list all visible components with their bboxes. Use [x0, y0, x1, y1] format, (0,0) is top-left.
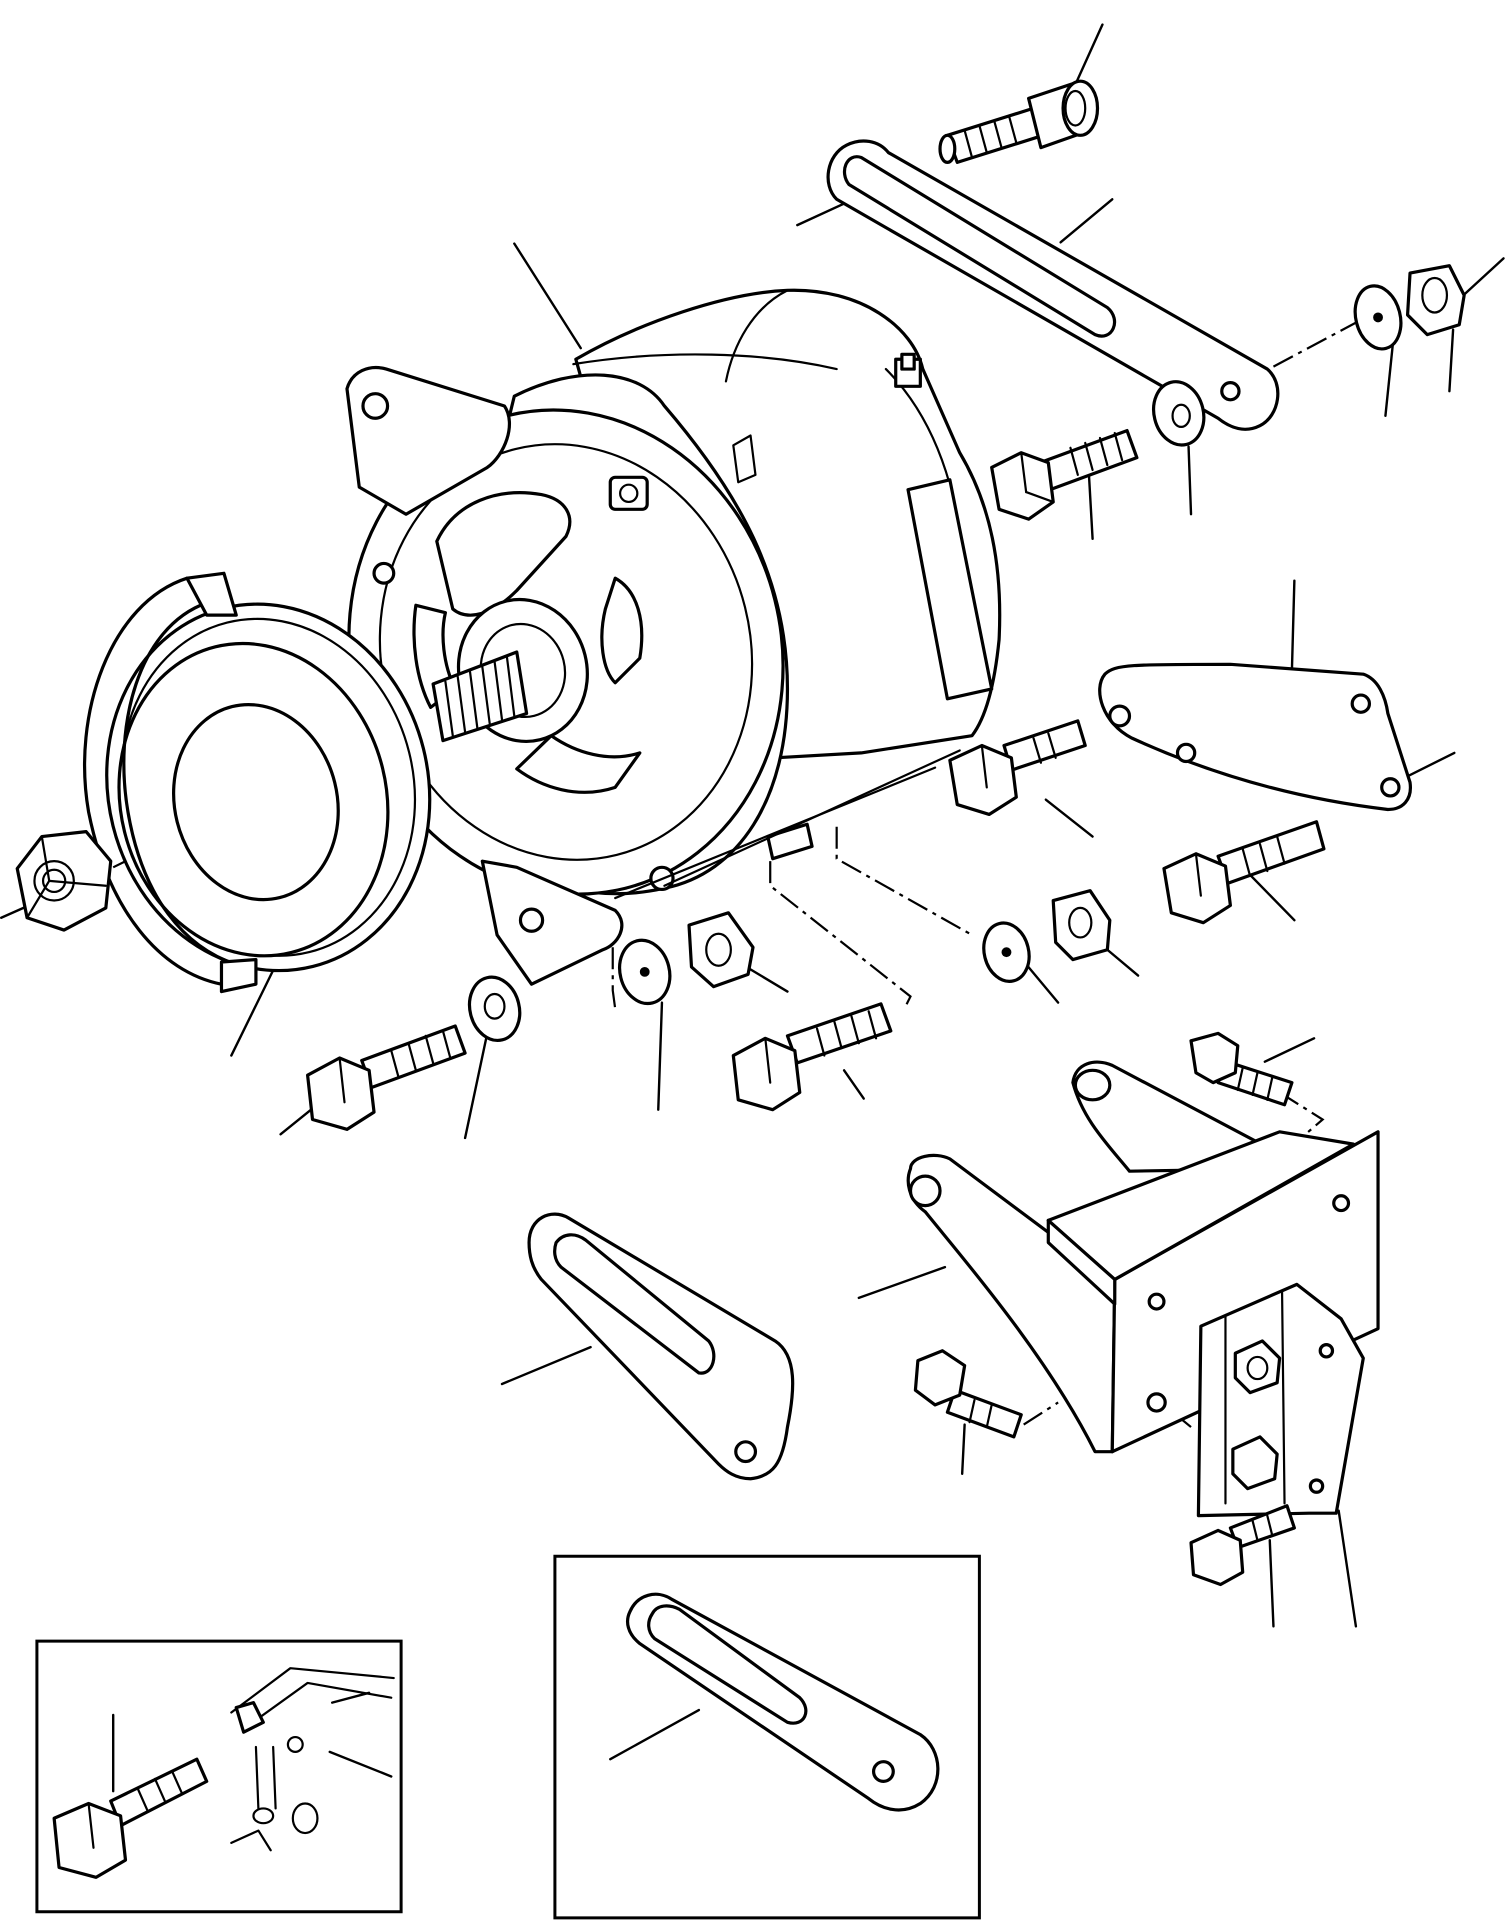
- washers-lower-right: [978, 891, 1110, 987]
- alternator: [298, 290, 1000, 984]
- adjusting-link-lower: [529, 1214, 793, 1479]
- bolt-lower-center: [733, 1004, 890, 1110]
- bolt-support-plate: [1164, 822, 1324, 923]
- washers-lower-center: [613, 913, 753, 1009]
- adjusting-link-top: [828, 141, 1278, 429]
- bracket-side-plate: [915, 1284, 1363, 1584]
- bolt-top-link: [940, 81, 1097, 162]
- bolt-lower-right: [950, 721, 1085, 814]
- mounting-bracket: [908, 1033, 1378, 1451]
- shaft-thread: [445, 657, 514, 736]
- inset-bolt-detail: [37, 1641, 401, 1912]
- pulley-nut: [17, 832, 111, 930]
- bolt-lower-left: [308, 972, 527, 1130]
- washers-top-right: [1147, 266, 1464, 451]
- support-plate: [1100, 664, 1411, 809]
- belt-guard-ring: [85, 573, 256, 991]
- inset-alternative-link: [555, 1556, 979, 1918]
- pulley: [68, 570, 468, 1005]
- bolt-adjusting: [992, 431, 1137, 520]
